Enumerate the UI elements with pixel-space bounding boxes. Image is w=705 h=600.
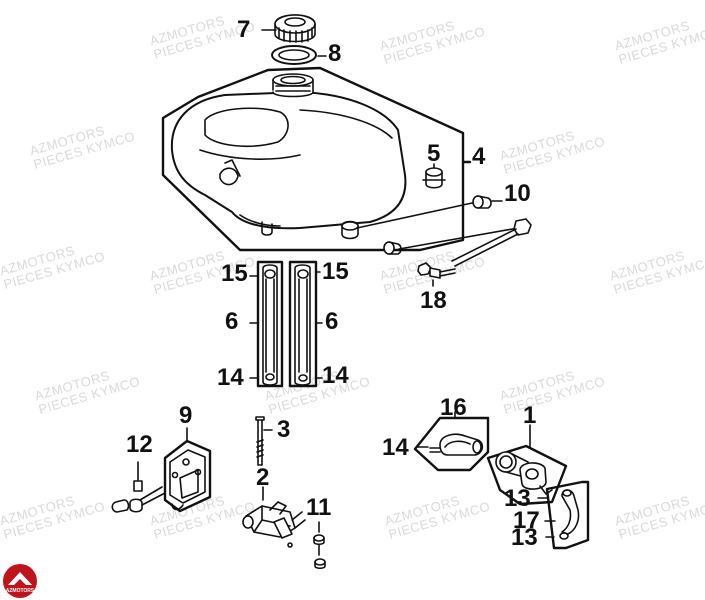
long-bolt-drawing — [255, 416, 265, 466]
fuel-filter-drawing — [495, 451, 553, 495]
azmotors-logo: AZMOTORS — [3, 564, 37, 598]
rubber-strap-drawing — [294, 264, 311, 386]
callout-10: 10 — [504, 180, 531, 207]
callout-15-left: 15 — [221, 260, 248, 287]
callout-13-top: 13 — [504, 485, 531, 512]
callout-2: 2 — [256, 464, 270, 491]
callout-14-right: 14 — [322, 362, 349, 389]
logo-text: AZMOTORS — [6, 588, 35, 594]
fuel-tank-drawing — [170, 73, 407, 236]
bolt-drawing — [451, 218, 532, 267]
callout-14-pipe: 14 — [382, 434, 409, 461]
callout-14-left: 14 — [217, 364, 244, 391]
gasket-drawing — [271, 45, 317, 65]
bolt-drawing — [129, 461, 166, 513]
callout-15-right: 15 — [322, 258, 349, 285]
collar-drawing — [383, 241, 402, 255]
rubber-strap-drawing — [262, 264, 278, 386]
small-bolt-drawing — [417, 262, 456, 287]
callout-17: 17 — [513, 507, 540, 534]
screw-drawing — [313, 534, 326, 570]
callout-16: 16 — [440, 394, 467, 421]
grommet-drawing — [422, 163, 446, 189]
callout-6-right: 6 — [325, 308, 339, 335]
callout-6-left: 6 — [225, 308, 239, 335]
callout-7: 7 — [237, 16, 251, 43]
callout-9: 9 — [179, 402, 193, 429]
bracket-drawing — [169, 449, 206, 511]
fuel-valve-drawing — [242, 501, 306, 539]
callout-4: 4 — [472, 143, 486, 170]
collar-drawing — [472, 195, 503, 209]
callout-8: 8 — [328, 40, 342, 67]
callout-12: 12 — [126, 431, 153, 458]
callout-5: 5 — [427, 140, 441, 167]
callout-18: 18 — [420, 287, 447, 314]
fuel-pipe-drawing — [429, 433, 484, 456]
fuel-cap-drawing — [274, 14, 316, 43]
callout-13-bottom: 13 — [511, 524, 538, 551]
grommet-drawing — [341, 220, 359, 240]
callout-11: 11 — [306, 494, 332, 521]
small-hose-drawing — [559, 489, 580, 540]
callout-3: 3 — [277, 416, 291, 443]
callout-1: 1 — [523, 402, 537, 429]
